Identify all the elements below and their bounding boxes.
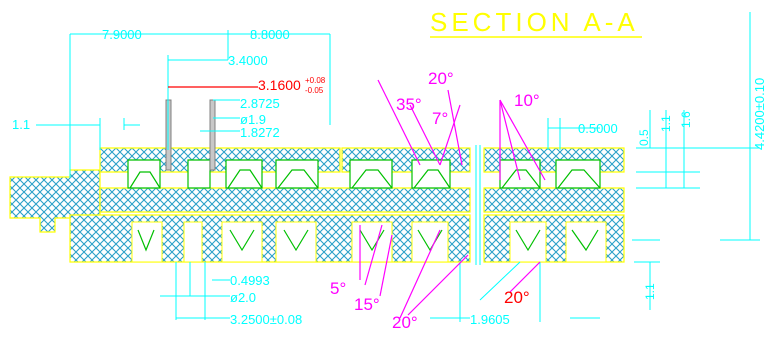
angle-20-bottom: 20° [392, 313, 418, 332]
angle-35: 35° [396, 95, 422, 114]
dim-3-1600: 3.1600 [258, 77, 301, 93]
dim-1-1-right: 1.1 [659, 115, 673, 132]
angle-leaders [359, 79, 546, 319]
connector-body-right [475, 145, 625, 265]
dim-3-2500: 3.2500±0.08 [230, 312, 302, 327]
dim-7-9000: 7.9000 [102, 27, 142, 42]
connector-body-left [9, 99, 471, 263]
angle-20-right: 20° [504, 288, 530, 307]
dim-3-1600-tol-minus: -0.05 [305, 86, 324, 95]
angle-7: 7° [432, 109, 448, 128]
dim-2-8725: 2.8725 [240, 96, 280, 111]
dim-3-1600-tol-plus: +0.08 [305, 76, 326, 85]
dim-dia-2-0: ø2.0 [230, 290, 256, 305]
dim-3-4000: 3.4000 [228, 53, 268, 68]
angle-20-top: 20° [428, 69, 454, 88]
dimension-lines [36, 12, 760, 322]
dim-1-1-bottom: 1.1 [643, 283, 657, 300]
dim-1-8272: 1.8272 [240, 125, 280, 140]
dim-1-6: 1.6 [679, 111, 693, 128]
dim-0-5: 0.5 [637, 129, 651, 146]
dim-1-1-left: 1.1 [12, 117, 30, 132]
angle-10: 10° [514, 91, 540, 110]
section-title: SECTION A-A [430, 7, 639, 37]
dim-0-4993: 0.4993 [230, 273, 270, 288]
dim-4-4200: 4.4200±0.10 [752, 78, 767, 150]
angle-15: 15° [354, 295, 380, 314]
dim-8-8000: 8.8000 [250, 27, 290, 42]
angle-5: 5° [330, 279, 346, 298]
dim-0-5000: 0.5000 [578, 121, 618, 136]
dim-1-9605: 1.9605 [470, 312, 510, 327]
dim-dia-1-9: ø1.9 [240, 112, 266, 127]
